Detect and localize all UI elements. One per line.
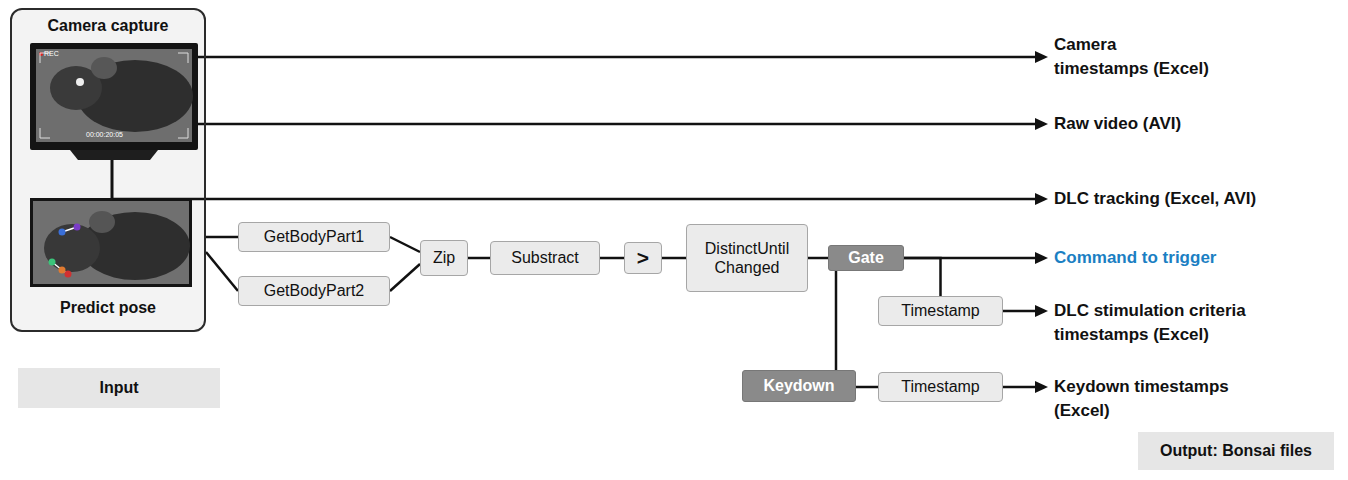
- connector-line: [206, 236, 238, 239]
- output-label: Keydown timestamps (Excel): [1054, 375, 1234, 423]
- operator-box: Substract: [490, 241, 600, 275]
- operator-box: >: [624, 242, 662, 274]
- arrow-head: [1035, 381, 1048, 393]
- connector-line: [662, 257, 686, 260]
- output-line: [1003, 310, 1037, 313]
- pose-point: [65, 271, 72, 278]
- connector: [206, 237, 238, 238]
- node-text: GetBodyPart2: [264, 281, 365, 300]
- connector: [808, 258, 828, 259]
- output-label: Raw video (AVI): [1054, 112, 1274, 136]
- node-text: DistinctUntil Changed: [693, 239, 801, 277]
- node-text: Output: Bonsai files: [1160, 441, 1312, 460]
- frame-corner: [178, 128, 188, 138]
- connector: [206, 252, 238, 291]
- frame-corner: [40, 128, 50, 138]
- output-lines: [112, 57, 1037, 387]
- node-text: Timestamp: [901, 301, 980, 320]
- overlay-text: REC: [44, 50, 74, 58]
- section-band: Output: Bonsai files: [1138, 432, 1334, 470]
- gate-box: Gate: [828, 245, 904, 271]
- mouse-head: [44, 224, 100, 272]
- pose-point: [59, 229, 66, 236]
- output-label: DLC stimulation criteria timestamps (Exc…: [1054, 299, 1269, 347]
- arrow-head: [1035, 193, 1048, 205]
- connector-line: [390, 264, 420, 291]
- node-text: Substract: [511, 248, 579, 267]
- arrow-head: [1035, 252, 1048, 264]
- connector-line: [808, 257, 828, 260]
- mouse-ear: [91, 57, 117, 79]
- output-line: [198, 56, 1037, 59]
- operator-box: Timestamp: [878, 296, 1003, 326]
- connector-line: [390, 237, 420, 252]
- monitor-stand: [70, 150, 158, 160]
- connector-line: [856, 386, 878, 389]
- connector: [390, 264, 420, 291]
- connector-line: [468, 257, 490, 260]
- node-text: Predict pose: [60, 298, 156, 317]
- operator-box: GetBodyPart1: [238, 222, 390, 252]
- connector-line: [206, 252, 238, 291]
- capture-panel: Camera capturePredict pose: [10, 8, 206, 332]
- connector-line: [835, 271, 838, 370]
- node-text: GetBodyPart1: [264, 227, 365, 246]
- node-text: Timestamp: [901, 377, 980, 396]
- connector: [856, 387, 878, 388]
- monitor-screen: [36, 49, 192, 142]
- monitor-frame: [30, 43, 198, 150]
- output-label: Camera timestamps (Excel): [1054, 33, 1214, 81]
- node-text: Keydown: [763, 376, 834, 395]
- node-text: Zip: [433, 248, 455, 267]
- arrow-head: [1035, 51, 1048, 63]
- camera-panel-art: [11, 9, 205, 331]
- marker-dot: [76, 78, 84, 86]
- node-text: Gate: [848, 248, 884, 267]
- output-line: [198, 123, 1037, 126]
- frame-corner: [178, 53, 188, 63]
- arrow-head: [1035, 305, 1048, 317]
- connector: [904, 258, 941, 296]
- pose-point: [59, 267, 66, 274]
- panel-ground: [11, 9, 205, 331]
- operator-box: Timestamp: [878, 372, 1003, 402]
- output-label: Command to trigger: [1054, 246, 1314, 270]
- output-line: [112, 198, 1037, 201]
- output-heads: [1035, 51, 1048, 393]
- operator-box: GetBodyPart2: [238, 276, 390, 306]
- output-line: [1003, 386, 1037, 389]
- node-text: >: [637, 245, 649, 270]
- pose-image: [33, 201, 189, 284]
- mouse-ear: [89, 211, 115, 233]
- stand-neck: [111, 160, 114, 198]
- section-band: Input: [18, 368, 220, 408]
- connector-line: [600, 257, 624, 260]
- connector: [468, 258, 490, 259]
- connector: [662, 258, 686, 259]
- connector: [600, 258, 624, 259]
- pose-frame: [30, 198, 192, 287]
- node-text: Input: [99, 378, 138, 397]
- connector: [836, 271, 837, 370]
- node-text: Camera capture: [48, 16, 169, 35]
- output-label: DLC tracking (Excel, AVI): [1054, 187, 1314, 211]
- pose-point: [49, 259, 56, 266]
- connector: [390, 237, 420, 252]
- connector-line: [904, 258, 941, 296]
- output-line: [904, 257, 1037, 260]
- overlay-text: 00:00:20:05: [86, 131, 146, 139]
- arrow-head: [1035, 118, 1048, 130]
- operator-box: DistinctUntil Changed: [686, 224, 808, 292]
- keydown-box: Keydown: [742, 370, 856, 402]
- operator-box: Zip: [420, 240, 468, 276]
- pose-point: [74, 224, 81, 231]
